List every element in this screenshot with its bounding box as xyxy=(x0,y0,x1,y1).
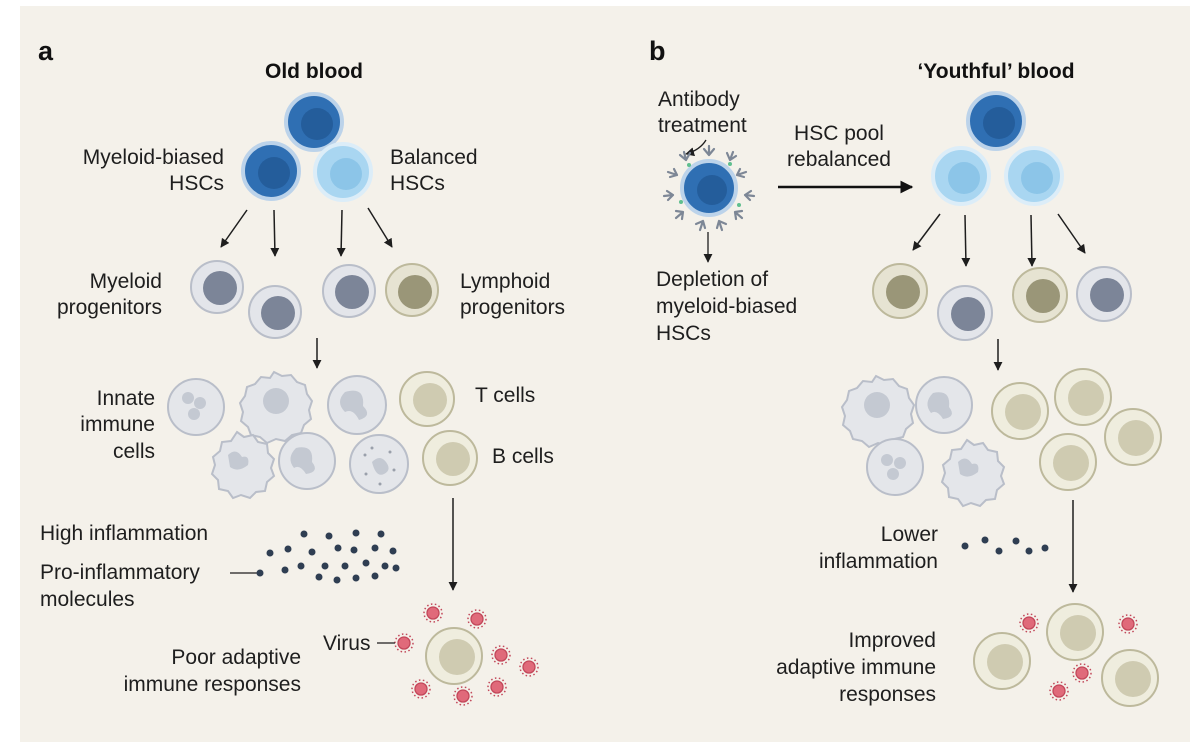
arrow xyxy=(912,213,941,251)
lower-inflammation-label-1: Lower xyxy=(881,523,938,546)
myeloid-progenitor-cell xyxy=(248,285,302,339)
arrow xyxy=(220,209,248,248)
lymphoid-progenitor-cell xyxy=(872,263,928,319)
pro-inflammatory-molecules xyxy=(256,529,400,584)
myeloid-progenitors-label-1: Myeloid xyxy=(90,270,162,293)
hsc-balanced-cell xyxy=(313,142,373,202)
lymphocyte-cell xyxy=(425,627,483,685)
rebalanced-label-2: rebalanced xyxy=(787,148,891,171)
antibody-treated-hsc-cell xyxy=(680,159,738,217)
lymphocyte-cell xyxy=(991,382,1049,440)
macrophage-cell xyxy=(238,370,314,445)
arrow xyxy=(1027,214,1037,267)
virus-spikes xyxy=(394,603,539,706)
lymphocyte-cell xyxy=(1046,603,1104,661)
antibody-binding-sites xyxy=(679,162,741,207)
monocyte-cell xyxy=(915,376,973,434)
arrow xyxy=(270,209,280,257)
pro-inflammatory-label-1: Pro-inflammatory xyxy=(40,561,200,584)
neutrophil-cell xyxy=(167,378,225,436)
myeloid-hsc-label-1: Myeloid-biased xyxy=(83,146,224,169)
poor-adaptive-label-2: immune responses xyxy=(124,673,301,696)
granulocyte-cell xyxy=(349,434,409,494)
hsc-myeloid-biased-cell xyxy=(241,141,301,201)
lymphocyte-cell xyxy=(1039,433,1097,491)
panel-b-letter: b xyxy=(649,36,666,66)
myeloid-hsc-label-2: HSCs xyxy=(169,172,224,195)
high-inflammation-label: High inflammation xyxy=(40,522,208,545)
arrow xyxy=(336,209,346,257)
antibody-label-1: Antibody xyxy=(658,88,740,111)
lymphoid-progenitor-cell xyxy=(1012,267,1068,323)
lymphoid-progenitors-label-2: progenitors xyxy=(460,296,565,319)
lymphoid-progenitors-label-1: Lymphoid xyxy=(460,270,550,293)
monocyte-cell xyxy=(327,375,387,435)
virus-spikes xyxy=(1019,613,1138,701)
b-cell xyxy=(422,430,478,486)
arrow xyxy=(961,214,971,267)
rebalanced-label-1: HSC pool xyxy=(794,122,884,145)
innate-label-2: immune xyxy=(80,413,155,436)
myeloid-progenitor-cell xyxy=(937,285,993,341)
antibody-pointer xyxy=(685,139,707,157)
b-cells-label: B cells xyxy=(492,445,554,468)
neutrophil-cell xyxy=(866,438,924,496)
virus-label: Virus xyxy=(323,632,370,655)
arrow xyxy=(367,207,393,248)
improved-label-2: adaptive immune xyxy=(776,656,936,679)
virus-particles xyxy=(397,606,536,703)
balanced-hsc-label-1: Balanced xyxy=(390,146,478,169)
poor-adaptive-label-1: Poor adaptive xyxy=(171,646,301,669)
macrophage-cell xyxy=(840,374,916,449)
dendritic-cell xyxy=(940,438,1006,508)
t-cells-label: T cells xyxy=(475,384,535,407)
lymphocyte-cell xyxy=(1054,368,1112,426)
pro-inflammatory-molecules xyxy=(961,536,1049,555)
myeloid-progenitor-cell xyxy=(1076,266,1132,322)
panel-b-title: ‘Youthful’ blood xyxy=(917,60,1074,83)
myeloid-progenitor-cell xyxy=(190,260,244,314)
lymphocyte-cell xyxy=(1101,649,1159,707)
arrow xyxy=(1057,213,1086,254)
depletion-label-2: myeloid-biased xyxy=(656,295,797,318)
antibody-molecules xyxy=(662,144,756,232)
innate-label-3: cells xyxy=(113,440,155,463)
monocyte-cell xyxy=(278,432,336,490)
innate-label-1: Innate xyxy=(97,387,155,410)
lower-inflammation-label-2: inflammation xyxy=(819,550,938,573)
hsc-balanced-cell xyxy=(931,146,991,206)
panel-a-letter: a xyxy=(38,36,54,66)
lymphoid-progenitor-cell xyxy=(385,263,439,317)
depletion-label-3: HSCs xyxy=(656,322,711,345)
antibody-label-2: treatment xyxy=(658,114,747,137)
hsc-balanced-cell xyxy=(1004,146,1064,206)
balanced-hsc-label-2: HSCs xyxy=(390,172,445,195)
improved-label-3: responses xyxy=(839,683,936,706)
myeloid-progenitors-label-2: progenitors xyxy=(57,296,162,319)
hsc-top-myeloid-cell xyxy=(284,92,344,152)
panel-a-title: Old blood xyxy=(265,60,363,83)
lymphocyte-cell xyxy=(1104,408,1162,466)
depletion-label-1: Depletion of xyxy=(656,268,768,291)
lymphocyte-cell xyxy=(973,632,1031,690)
dendritic-cell xyxy=(210,430,276,500)
virus-particles xyxy=(1022,616,1135,698)
pro-inflammatory-label-2: molecules xyxy=(40,588,135,611)
improved-label-1: Improved xyxy=(848,629,936,652)
myeloid-progenitor-cell xyxy=(322,264,376,318)
t-cell xyxy=(399,371,455,427)
hsc-myeloid-cell xyxy=(966,91,1026,151)
